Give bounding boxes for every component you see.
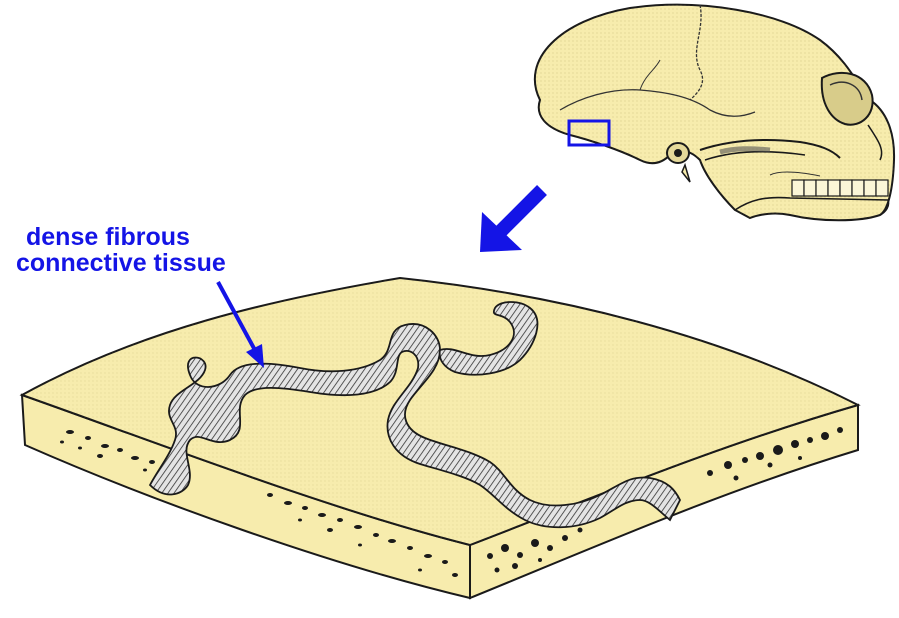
tissue-label-line-2: connective tissue — [16, 248, 226, 278]
zoom-arrow — [480, 190, 542, 252]
skull-teeth — [792, 180, 888, 196]
skull-illustration — [535, 5, 894, 220]
bone-section — [22, 278, 858, 598]
